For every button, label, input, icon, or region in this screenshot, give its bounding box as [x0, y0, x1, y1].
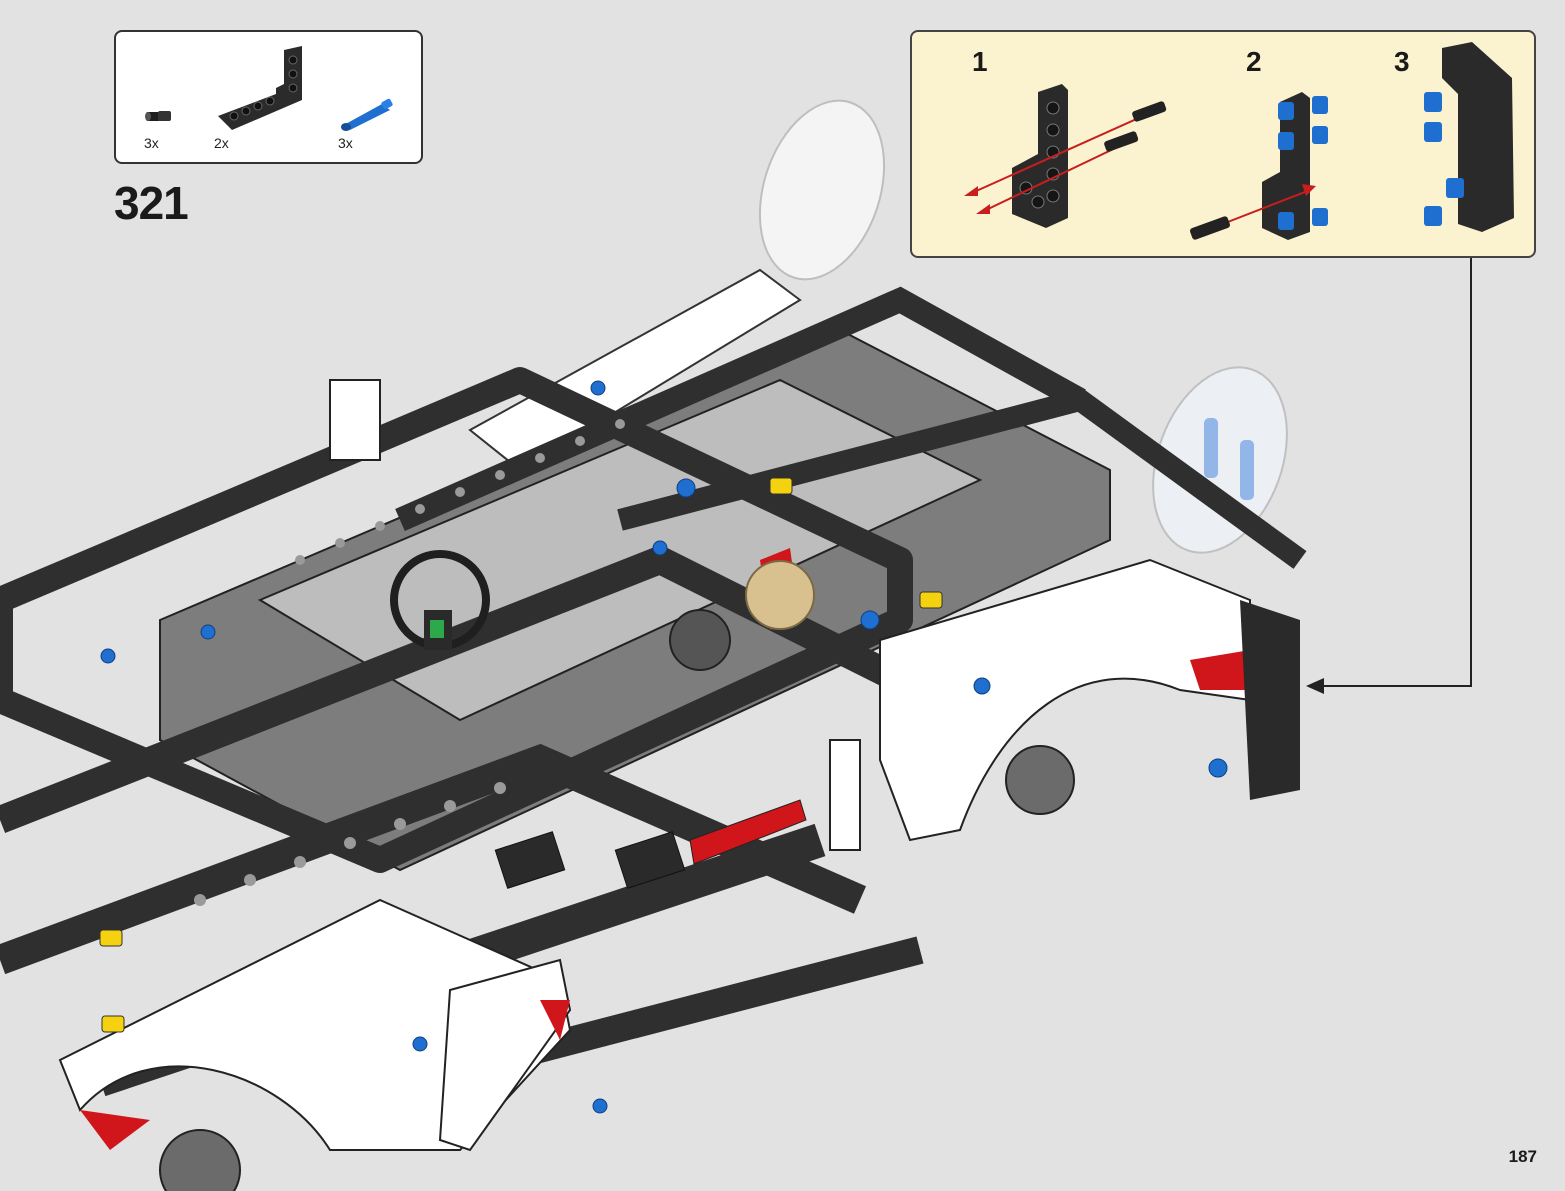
step-number: 321	[114, 177, 189, 229]
sub-step-2-illustration	[1189, 92, 1328, 240]
black-l-beam-icon	[218, 46, 302, 130]
sub-step-label-2: 2	[1246, 46, 1262, 77]
part-qty-2: 2x	[214, 135, 229, 151]
blue-axle-pin-icon	[341, 98, 393, 131]
black-axle-pin-icon	[145, 111, 171, 121]
sub-assembly-callout: 1 2 3	[910, 30, 1536, 258]
sub-step-1-illustration	[964, 84, 1167, 228]
part-qty-3: 3x	[338, 135, 353, 151]
sub-step-label-3: 3	[1394, 46, 1410, 77]
sub-step-3-illustration	[1424, 42, 1514, 232]
part-qty-1: 3x	[144, 135, 159, 151]
callout-arrow-icon	[1306, 678, 1324, 694]
sub-step-label-1: 1	[972, 46, 988, 77]
page-number: 187	[1508, 1147, 1537, 1166]
parts-callout-box: 3x 2x 3x	[114, 30, 423, 164]
